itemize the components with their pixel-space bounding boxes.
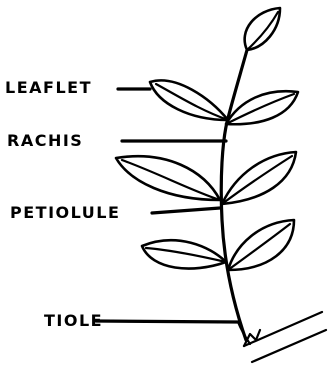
leader-petiole — [96, 321, 238, 322]
leaflet-left-3 — [142, 240, 226, 268]
leader-petiolule — [152, 208, 220, 213]
label-rachis: RACHIS — [7, 133, 83, 149]
label-petiole: TIOLE — [44, 313, 103, 329]
label-leaflet: LEAFLET — [5, 80, 92, 96]
leaflet-top — [245, 8, 280, 50]
label-petiolule: PETIOLULE — [10, 205, 120, 221]
